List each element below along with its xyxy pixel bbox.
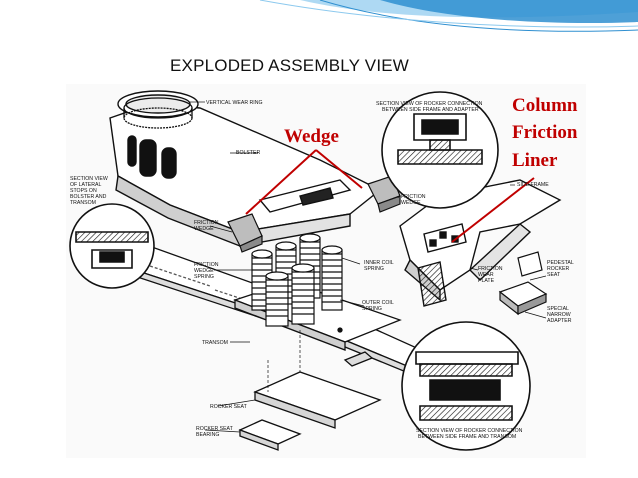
- callout-lines: [245, 149, 535, 243]
- section-view-st: [401, 321, 531, 451]
- callout-column: Column: [512, 95, 578, 116]
- label-adapter-1: SPECIAL: [547, 306, 569, 312]
- label-lateral-5: TRANSOM: [70, 200, 96, 206]
- label-bolster: BOLSTER: [236, 150, 260, 156]
- label-inner-coil-2: SPRING: [364, 266, 384, 272]
- label-lateral-4: BOLSTER AND: [70, 194, 107, 200]
- rocker-seat: [238, 351, 382, 451]
- label-inner-coil-1: INNER COIL: [364, 260, 394, 266]
- label-friction-wedge-r-1: FRICTION: [401, 194, 426, 200]
- label-wear-plate-1: FRICTION: [478, 266, 503, 272]
- label-friction-wedge-l-1: FRICTION: [194, 220, 219, 226]
- label-transom: TRANSOM: [202, 340, 228, 346]
- part-labels: VERTICAL WEAR RING SECTION VIEW OF ROCKE…: [70, 100, 574, 440]
- label-side-frame: SIDE FRAME: [517, 182, 549, 188]
- liner-callout-line: [451, 177, 535, 243]
- label-rsb-1: ROCKER SEAT: [196, 426, 234, 432]
- spring-6: [265, 271, 289, 327]
- red-callouts: Wedge Column Friction Liner: [284, 95, 578, 171]
- label-pedestal-3: SEAT: [547, 272, 561, 278]
- label-fw-spring-1: FRICTION: [194, 262, 219, 268]
- section-view-se: [381, 91, 499, 209]
- callout-friction: Friction: [512, 122, 578, 143]
- label-wear-plate-3: PLATE: [478, 278, 495, 284]
- callout-liner: Liner: [512, 150, 558, 171]
- vertical-wear-ring: [123, 97, 193, 129]
- label-pedestal-1: PEDESTAL: [547, 260, 574, 266]
- label-rocker-seat: ROCKER SEAT: [210, 404, 248, 410]
- friction-wedge-left: [227, 213, 263, 253]
- label-fw-spring-2: WEDGE: [194, 268, 214, 274]
- label-lateral-1: SECTION VIEW: [70, 176, 108, 182]
- label-fw-spring-3: SPRING: [194, 274, 214, 280]
- section-view-lateral-stops: [69, 203, 155, 289]
- header-waves: [259, 0, 638, 32]
- label-pedestal-2: ROCKER: [547, 266, 569, 272]
- label-friction-wedge-l-2: WEDGE: [194, 226, 214, 232]
- label-friction-wedge-r-2: WEDGE: [401, 200, 421, 206]
- leader-lines: [190, 101, 547, 433]
- spring-5: [291, 263, 315, 325]
- callout-wedge: Wedge: [284, 126, 339, 147]
- wedge-callout-line-1: [245, 149, 317, 215]
- label-section-st-1: SECTION VIEW OF ROCKER CONNECTION: [416, 428, 523, 434]
- label-outer-coil-2: SPRING: [362, 306, 382, 312]
- label-outer-coil-1: OUTER COIL: [362, 300, 394, 306]
- label-section-st-2: BETWEEN SIDE FRAME AND TRANSOM: [418, 434, 516, 440]
- wedge-callout-line-2: [315, 149, 363, 189]
- slide-title: EXPLODED ASSEMBLY VIEW: [170, 56, 410, 75]
- label-adapter-3: ADAPTER: [547, 318, 572, 324]
- label-wear-plate-2: WEAR: [478, 272, 494, 278]
- label-vertical-wear-ring: VERTICAL WEAR RING: [206, 100, 263, 106]
- pedestal-rocker-seat: [498, 251, 548, 316]
- label-section-se-2: BETWEEN SIDE FRAME AND ADAPTER: [382, 107, 479, 113]
- coil-springs: [251, 233, 343, 327]
- spring-4: [321, 245, 343, 311]
- bolster: [109, 90, 382, 248]
- label-section-se-1: SECTION VIEW OF ROCKER CONNECTION: [376, 101, 483, 107]
- label-rsb-2: BEARING: [196, 432, 219, 438]
- label-lateral-3: STOPS ON: [70, 188, 97, 194]
- label-adapter-2: NARROW: [547, 312, 571, 318]
- label-lateral-2: OF LATERAL: [70, 182, 101, 188]
